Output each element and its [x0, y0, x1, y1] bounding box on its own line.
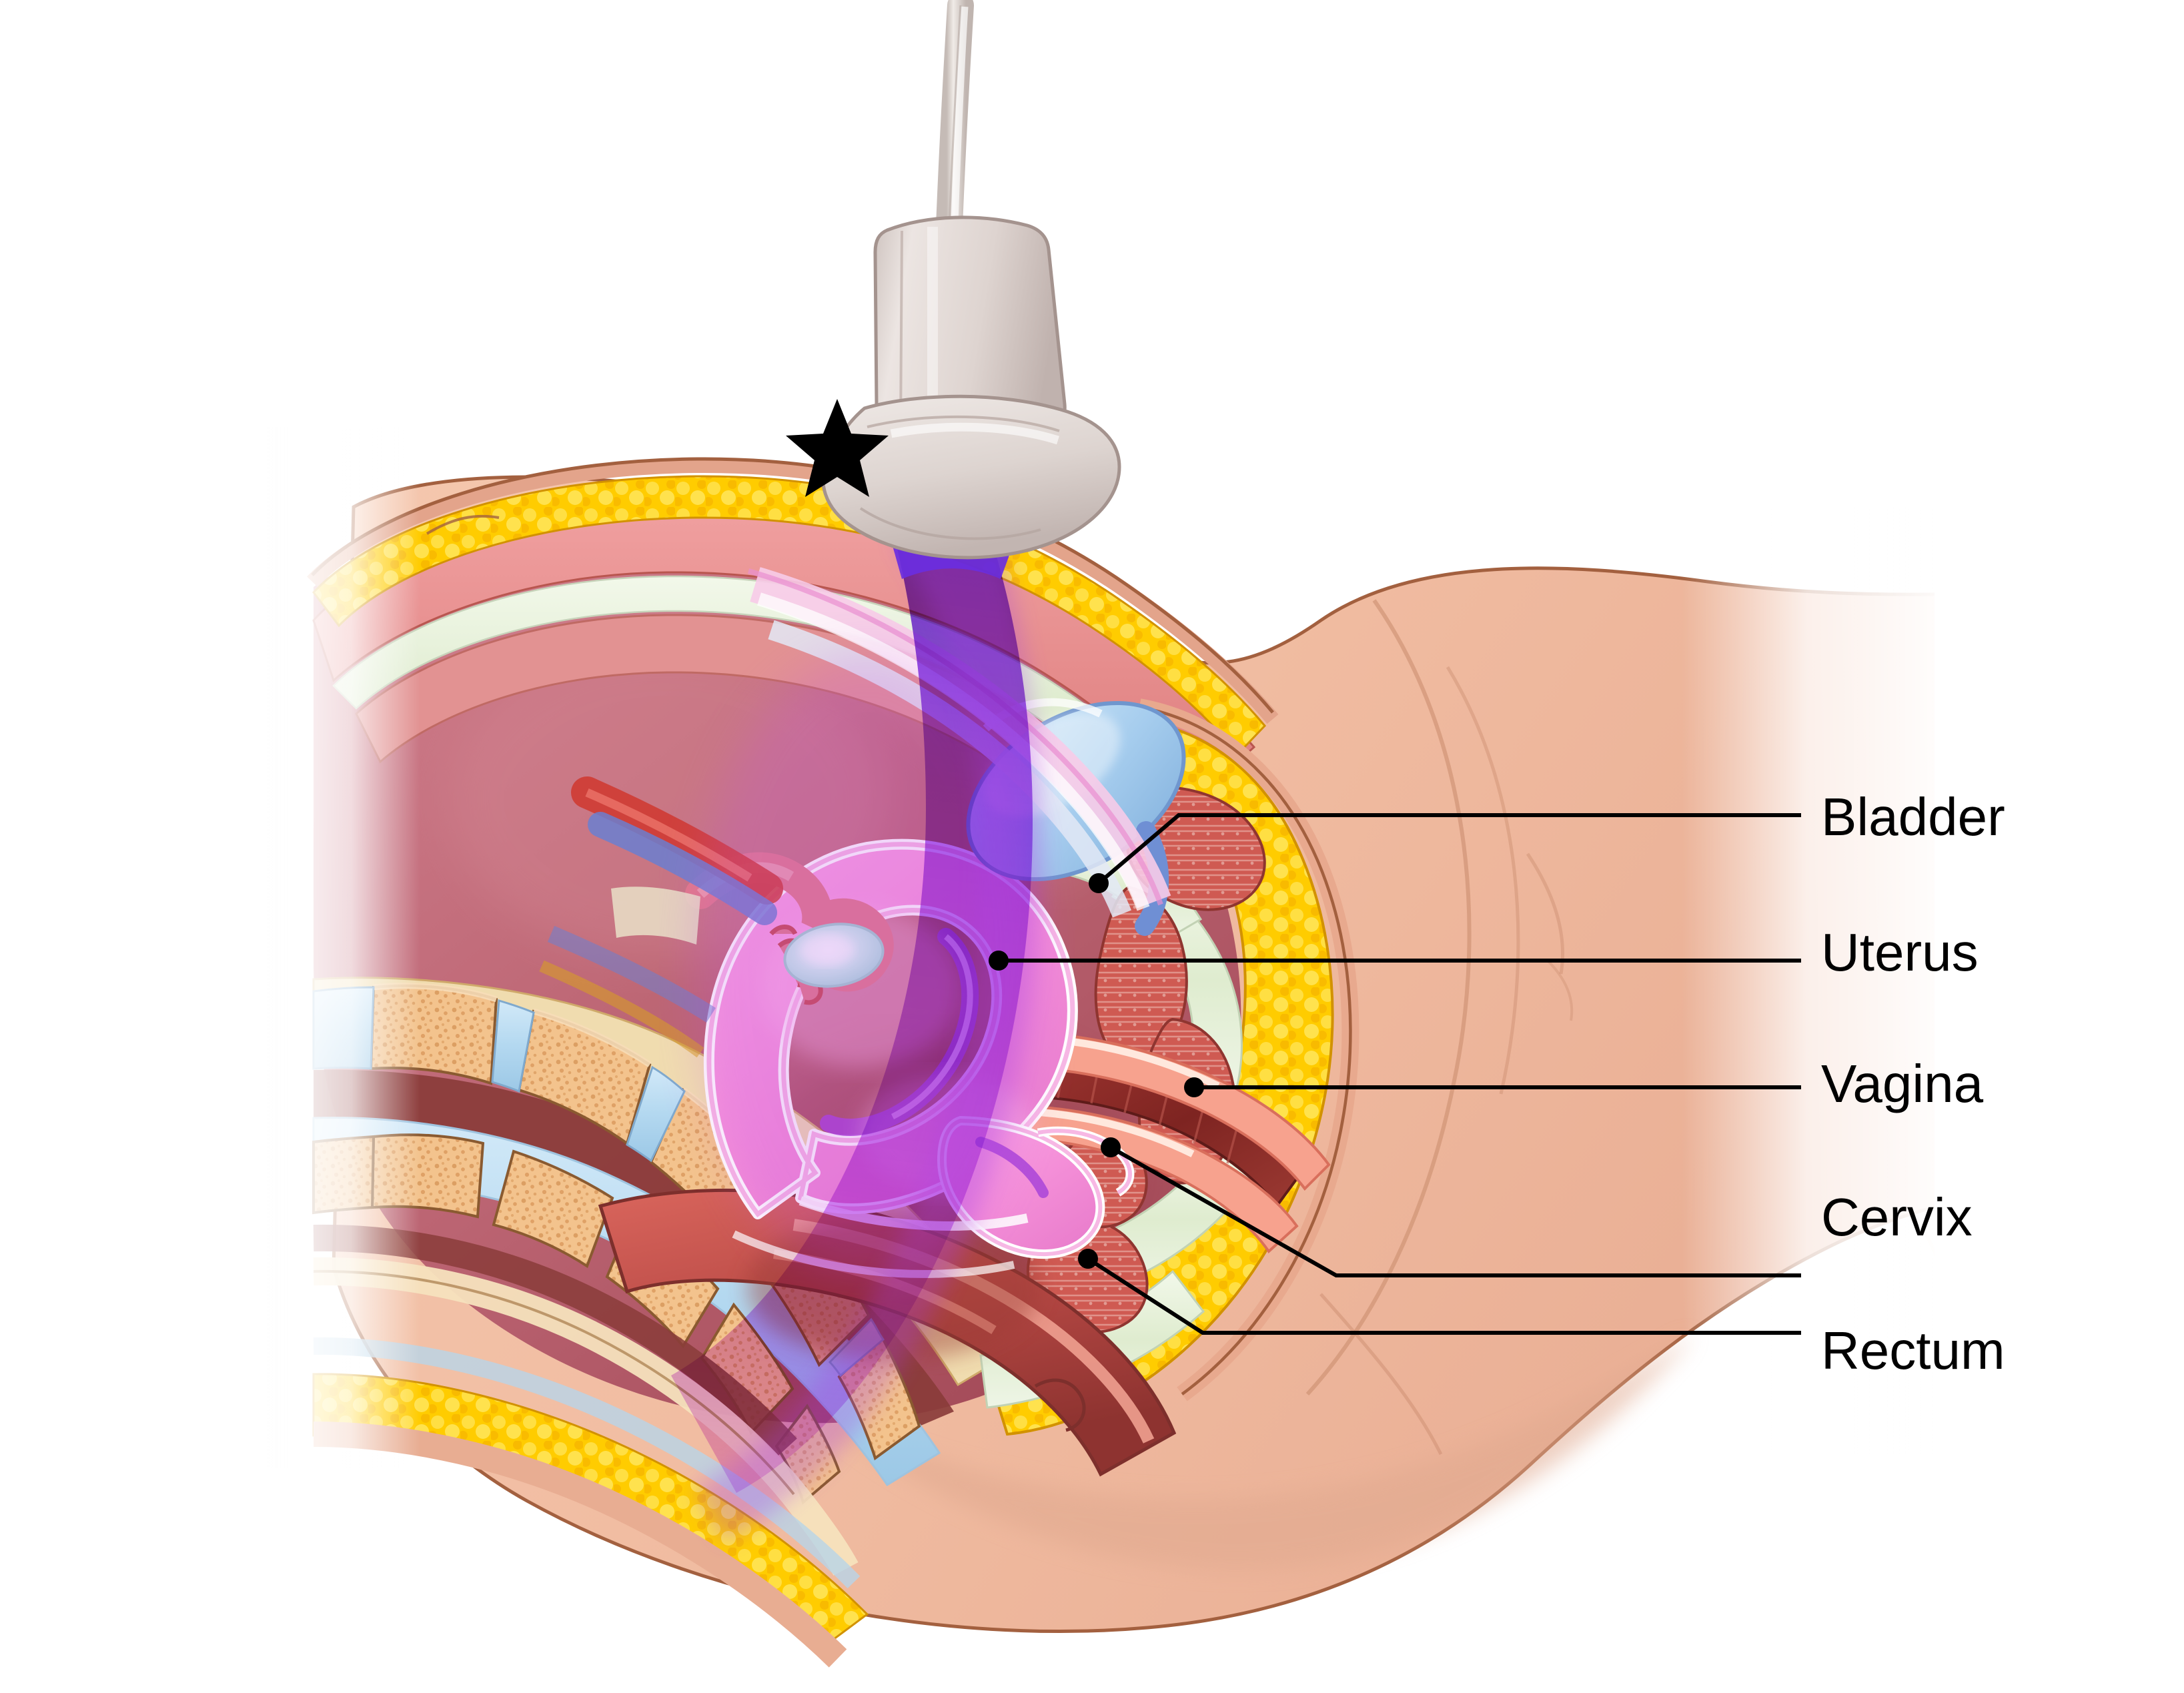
- vagina: [1016, 1031, 1331, 1254]
- leader-dot-vagina: [1184, 1077, 1204, 1097]
- label-leader-lines: [999, 813, 1801, 1335]
- leader-line-cervix: [1109, 1145, 1801, 1277]
- leader-dot-uterus: [989, 951, 1009, 971]
- right-edge-fade: [1681, 507, 1961, 1454]
- leader-line-rectum: [1087, 1257, 1801, 1335]
- ultrasound-transducer[interactable]: [821, 0, 1121, 560]
- label-bladder: Bladder: [1821, 787, 2005, 846]
- leader-dot-cervix: [1101, 1137, 1121, 1157]
- label-cervix: Cervix: [1821, 1187, 1973, 1247]
- label-anchor-dots: [989, 873, 1204, 1269]
- star-marker: [786, 399, 889, 497]
- label-uterus: Uterus: [1821, 923, 1979, 982]
- leader-dot-bladder: [1089, 873, 1109, 893]
- label-vagina: Vagina: [1821, 1054, 1984, 1113]
- leader-line-bladder: [1097, 813, 1801, 885]
- left-edge-fade: [267, 427, 420, 1468]
- label-rectum: Rectum: [1821, 1321, 2005, 1380]
- leader-dot-rectum: [1078, 1249, 1098, 1269]
